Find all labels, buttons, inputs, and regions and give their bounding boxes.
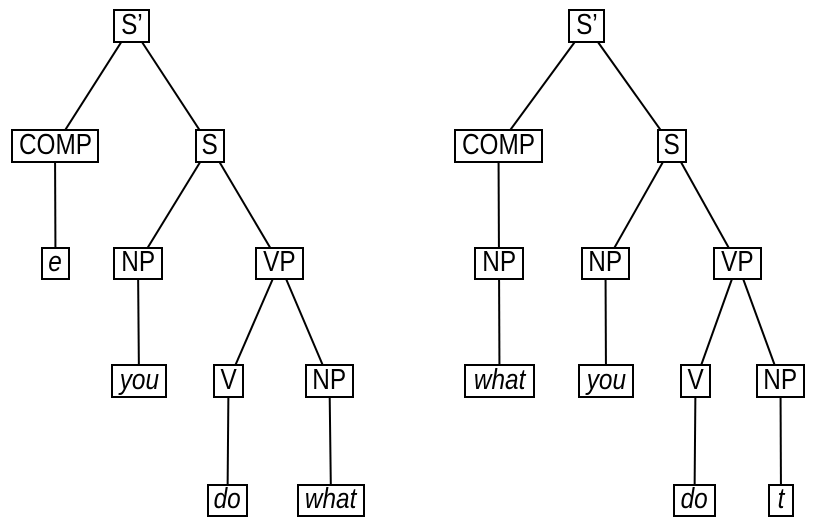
node-right-tree-you: you: [578, 364, 634, 398]
node-label: NP: [312, 363, 347, 396]
edge-left-tree-s-vp: [209, 145, 281, 265]
node-label: you: [586, 363, 626, 396]
node-label: NP: [763, 363, 798, 396]
node-right-tree-t: t: [768, 484, 794, 517]
edge-right-tree-s-bar-comp: [497, 25, 588, 147]
node-right-tree-np-comp: NP: [474, 247, 524, 280]
edge-left-tree-v-do: [226, 380, 230, 501]
edge-right-tree-np-subj-you: [604, 263, 607, 382]
node-left-tree-np-obj: NP: [305, 364, 354, 398]
node-label: COMP: [461, 128, 536, 161]
node-label: do: [213, 483, 242, 515]
node-label: what: [473, 363, 526, 396]
node-left-tree-s-bar: S’: [113, 9, 150, 43]
edge-right-tree-vp-v: [694, 263, 739, 382]
edge-right-tree-vp-np-obj: [736, 263, 782, 382]
edge-right-tree-s-bar-s: [585, 25, 673, 147]
node-label: NP: [121, 246, 155, 278]
node-label: e: [48, 246, 63, 278]
node-label: S’: [120, 8, 143, 41]
node-right-tree-np-obj: NP: [756, 364, 805, 398]
edge-left-tree-np-obj-what: [328, 380, 332, 501]
edge-right-tree-v-do: [693, 380, 697, 501]
node-label: VP: [263, 246, 296, 278]
node-label: V: [687, 363, 704, 396]
node-label: V: [220, 363, 237, 396]
node-label: you: [119, 363, 159, 396]
edge-right-tree-np-obj-t: [779, 380, 782, 501]
node-left-tree-v: V: [213, 364, 244, 398]
node-label: what: [305, 483, 357, 515]
node-label: VP: [721, 246, 754, 278]
edge-left-tree-vp-np-obj: [278, 263, 331, 382]
node-label: do: [680, 483, 709, 515]
edge-right-tree-comp-np-comp: [497, 145, 500, 264]
edge-left-tree-comp-e: [54, 145, 57, 264]
node-right-tree-what: what: [464, 364, 535, 398]
node-left-tree-np-subj: NP: [113, 247, 163, 280]
node-left-tree-you: you: [111, 364, 167, 398]
node-right-tree-v: V: [680, 364, 711, 398]
node-label: NP: [588, 246, 623, 278]
node-right-tree-comp: COMP: [454, 129, 543, 163]
edge-left-tree-s-np-subj: [137, 145, 211, 265]
node-right-tree-do: do: [673, 484, 716, 517]
edge-left-tree-s-bar-comp: [54, 25, 133, 147]
node-left-tree-s: S: [195, 129, 225, 163]
node-left-tree-do: do: [207, 484, 248, 517]
node-right-tree-np-subj: NP: [581, 247, 630, 280]
node-right-tree-s-bar: S’: [568, 9, 605, 43]
node-left-tree-comp: COMP: [11, 129, 99, 163]
node-label: t: [777, 483, 785, 515]
edge-left-tree-s-bar-s: [130, 25, 211, 147]
edge-right-tree-s-np-subj: [604, 145, 673, 264]
edge-left-tree-np-subj-you: [137, 263, 140, 382]
node-label: S’: [575, 8, 598, 41]
node-label: S: [201, 128, 219, 161]
node-right-tree-vp: VP: [713, 247, 762, 280]
node-left-tree-what: what: [297, 484, 365, 517]
node-label: COMP: [18, 128, 92, 161]
edge-right-tree-np-comp-what: [498, 263, 501, 382]
node-left-tree-e: e: [41, 247, 70, 280]
edge-left-tree-vp-v: [227, 263, 281, 382]
node-label: NP: [482, 246, 516, 278]
node-left-tree-vp: VP: [255, 247, 304, 280]
edge-right-tree-s-vp: [671, 145, 739, 264]
node-right-tree-s: S: [657, 129, 687, 163]
node-label: S: [663, 128, 681, 161]
